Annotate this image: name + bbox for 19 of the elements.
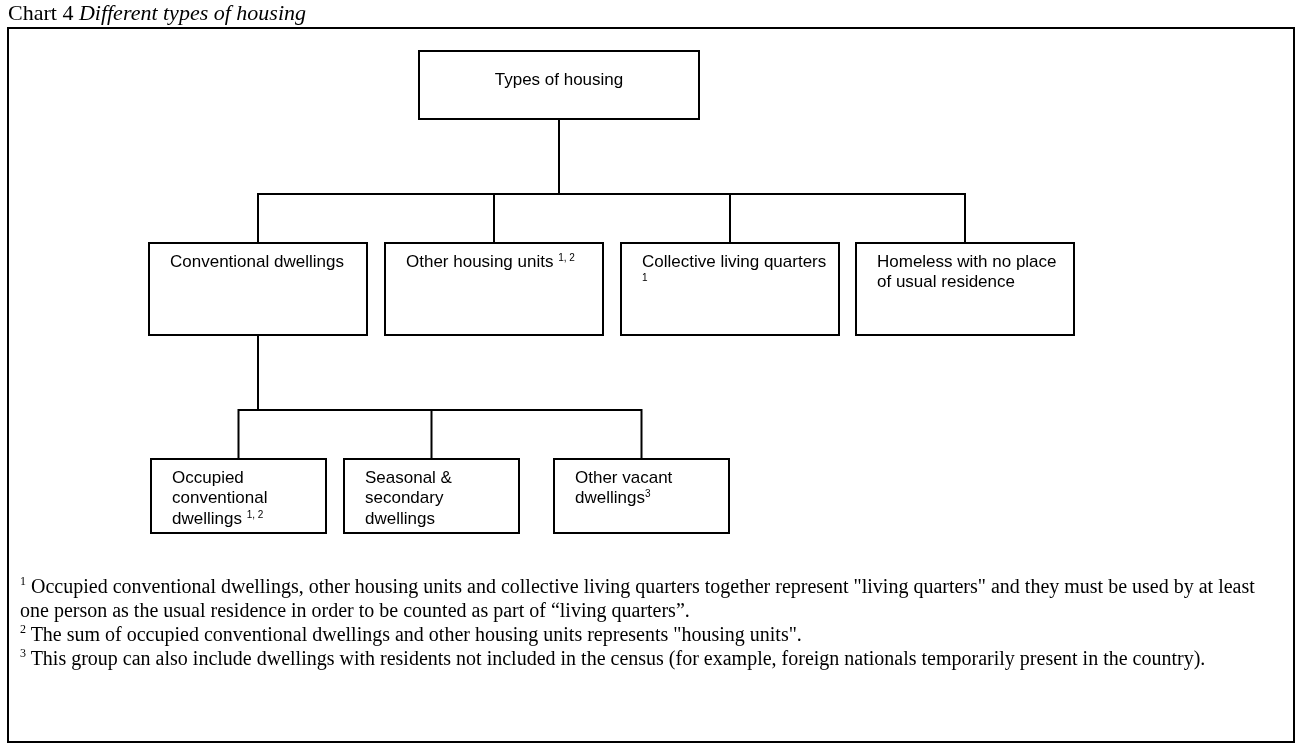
footnote: $^{3}$ This group can also include dwellings with residents not included in the census (for example, foreign nationals temporarily present in the country). xyxy=(20,646,1207,670)
category-box xyxy=(855,242,1075,336)
category-box xyxy=(384,242,604,336)
category-box xyxy=(620,242,840,336)
box-label: Types of housing xyxy=(493,70,625,91)
footnote: $^{1}$ Occupied conventional dwellings, other housing units and collective living quarters together represent "living quarters" and they must be used by at least one person as the usual residence in order to be counted as part of “living quarters”. xyxy=(20,574,1256,622)
chart-title: Chart 4 Different types of housing xyxy=(8,0,306,26)
category-box xyxy=(418,50,700,120)
box-label: Occupied conventional dwellings $^{1, 2}$ xyxy=(172,468,269,530)
footnote: $^{2}$ The sum of occupied conventional dwellings and other housing units represents "housing units". xyxy=(20,622,803,646)
box-label: Seasonal & secondary dwellings xyxy=(365,468,453,530)
box-label: Other vacant dwellings$^{3}$ xyxy=(575,468,674,509)
category-box xyxy=(343,458,520,534)
box-label: Homeless with no place of usual residence xyxy=(877,252,1058,293)
category-box xyxy=(553,458,730,534)
category-box xyxy=(148,242,368,336)
box-label: Other housing units $^{1, 2}$ xyxy=(406,252,576,273)
box-label: Conventional dwellings xyxy=(170,252,345,273)
category-box xyxy=(150,458,327,534)
